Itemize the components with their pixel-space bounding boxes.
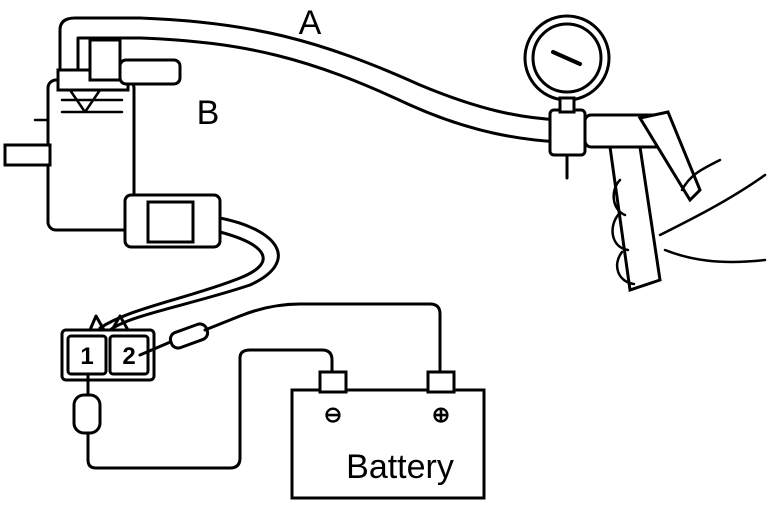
battery-label: Battery [346, 448, 454, 486]
terminal-2-label: 2 [122, 343, 135, 370]
battery-positive-sign: ⊕ [432, 402, 450, 427]
negative-jumper-wire [72, 348, 334, 470]
hand-vacuum-pump [523, 14, 767, 292]
test-connector [60, 314, 156, 382]
positive-jumper-wire [138, 302, 442, 374]
wire-harness [98, 216, 280, 332]
callout-a: A [299, 4, 322, 42]
terminal-1-label: 1 [80, 343, 93, 370]
callout-b: B [197, 94, 220, 132]
battery-negative-sign: ⊖ [324, 402, 342, 427]
vacuum-switching-valve [3, 38, 222, 249]
vacuum-hose [58, 16, 562, 144]
battery [290, 370, 486, 500]
